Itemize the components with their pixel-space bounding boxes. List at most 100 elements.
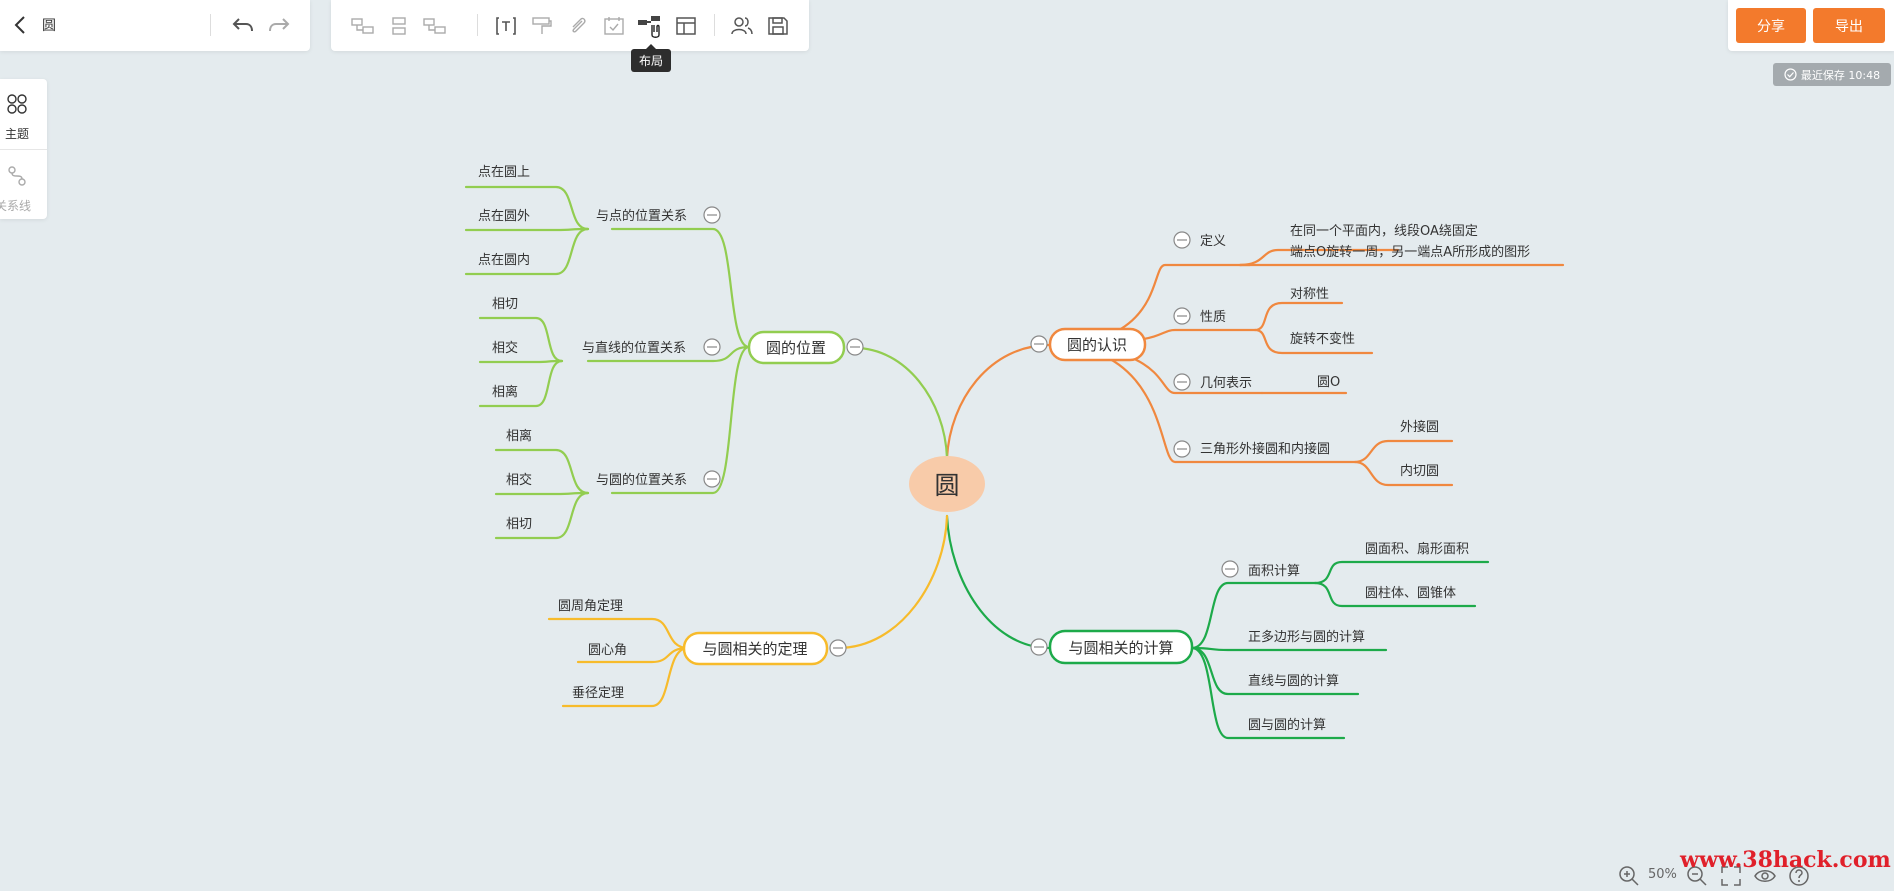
- collapse-button[interactable]: [1173, 440, 1191, 458]
- node-symmetry[interactable]: 对称性: [1290, 287, 1329, 302]
- calendar-check-icon: [604, 17, 624, 35]
- node-inscribed-angle-theorem[interactable]: 圆周角定理: [558, 599, 623, 614]
- relation-line-button[interactable]: 关系线: [0, 155, 47, 217]
- node-circle-o[interactable]: 圆O: [1317, 375, 1340, 390]
- collapse-button[interactable]: [1173, 231, 1191, 249]
- node-property[interactable]: 性质: [1200, 310, 1226, 325]
- collapse-button[interactable]: [703, 206, 721, 224]
- text-icon: [496, 17, 516, 35]
- node-circle-theorems[interactable]: [682, 631, 829, 666]
- node-line-relation[interactable]: 与直线的位置关系: [582, 340, 686, 356]
- export-button[interactable]: 导出: [1813, 8, 1885, 43]
- relation-line-label: 关系线: [0, 199, 31, 213]
- node-line-tangent[interactable]: 相切: [492, 297, 518, 312]
- document-title[interactable]: 圆: [42, 18, 56, 34]
- node-point-relation[interactable]: 与点的位置关系: [596, 208, 687, 224]
- zoom-out-icon: [1687, 866, 1707, 886]
- insert-parent-topic-button[interactable]: [420, 11, 450, 41]
- node-point-inside[interactable]: 点在圆内: [478, 252, 530, 268]
- fit-screen-button[interactable]: [1720, 865, 1742, 887]
- zoom-in-icon: [1619, 866, 1639, 886]
- node-point-on-circle[interactable]: 点在圆上: [478, 165, 530, 180]
- node-circumscribed-circle[interactable]: 外接圆: [1400, 419, 1439, 435]
- insert-sibling-topic-button[interactable]: [384, 11, 414, 41]
- redo-icon: [269, 18, 290, 32]
- node-circle-circle-calc[interactable]: 圆与圆的计算: [1248, 717, 1326, 733]
- structure-button[interactable]: [671, 11, 701, 41]
- text-button[interactable]: [491, 11, 521, 41]
- node-circle-tangent[interactable]: 相切: [506, 517, 532, 532]
- node-geometric-notation[interactable]: 几何表示: [1200, 375, 1252, 391]
- layout-button[interactable]: [635, 11, 665, 41]
- child-topic-icon: [351, 18, 374, 34]
- document-header: 圆: [0, 0, 310, 51]
- format-painter-button[interactable]: [527, 11, 557, 41]
- node-rotation-invariance[interactable]: 旋转不变性: [1290, 331, 1355, 347]
- collapse-button[interactable]: [1173, 307, 1191, 325]
- chevron-left-icon: [14, 16, 25, 34]
- node-definition-text-line1[interactable]: 在同一个平面内，线段OA绕固定: [1290, 223, 1478, 239]
- collapse-button[interactable]: [846, 338, 864, 356]
- collapse-button[interactable]: [703, 470, 721, 488]
- theme-icon: [7, 94, 27, 114]
- node-cylinder-cone[interactable]: 圆柱体、圆锥体: [1365, 586, 1456, 601]
- collapse-button[interactable]: [1173, 373, 1191, 391]
- node-circle-recognition-label: 圆的认识: [1067, 336, 1127, 354]
- header-actions: 分享 导出: [1728, 0, 1894, 51]
- node-central-angle[interactable]: 圆心角: [588, 643, 627, 658]
- toolbar: [331, 0, 809, 51]
- help-icon: [1789, 866, 1809, 886]
- node-circle-calculation-label: 与圆相关的计算: [1068, 639, 1173, 657]
- node-circle-intersect[interactable]: 相交: [506, 472, 532, 488]
- share-button[interactable]: 分享: [1736, 8, 1806, 43]
- node-line-intersect[interactable]: 相交: [492, 340, 518, 356]
- preview-button[interactable]: [1754, 865, 1776, 887]
- node-polygon-circle-calc[interactable]: 正多边形与圆的计算: [1248, 629, 1365, 645]
- attachment-button[interactable]: [563, 11, 593, 41]
- paperclip-icon: [572, 17, 586, 33]
- zoom-out-button[interactable]: [1686, 865, 1708, 887]
- divider: [0, 149, 47, 150]
- fullscreen-icon: [1721, 866, 1741, 886]
- back-button[interactable]: [8, 12, 32, 38]
- save-button[interactable]: [763, 11, 793, 41]
- task-button[interactable]: [599, 11, 629, 41]
- collapse-button[interactable]: [829, 639, 847, 657]
- redo-button[interactable]: [266, 12, 292, 38]
- insert-child-topic-button[interactable]: [348, 11, 378, 41]
- collapse-button[interactable]: [703, 338, 721, 356]
- collapse-button[interactable]: [1030, 638, 1048, 656]
- collaborate-button[interactable]: [727, 11, 757, 41]
- node-circle-position-label: 圆的位置: [766, 339, 826, 357]
- node-inscribed-circle[interactable]: 内切圆: [1400, 463, 1439, 479]
- collapse-button[interactable]: [1030, 335, 1048, 353]
- node-line-separate[interactable]: 相离: [492, 384, 518, 400]
- node-circle-position[interactable]: [747, 330, 846, 365]
- root-node[interactable]: [909, 456, 985, 512]
- node-line-circle-calc[interactable]: 直线与圆的计算: [1248, 673, 1339, 689]
- layout-icon: [638, 16, 660, 38]
- root-node-label: 圆: [934, 471, 959, 500]
- zoom-in-button[interactable]: [1618, 865, 1640, 887]
- node-circle-calculation[interactable]: [1048, 629, 1194, 665]
- node-circle-relation[interactable]: 与圆的位置关系: [596, 472, 687, 488]
- theme-button[interactable]: 主题: [0, 83, 47, 145]
- undo-button[interactable]: [230, 12, 256, 38]
- node-area-calculation[interactable]: 面积计算: [1248, 564, 1300, 579]
- node-circle-separate[interactable]: 相离: [506, 428, 532, 444]
- node-point-outside[interactable]: 点在圆外: [478, 209, 530, 224]
- node-circle-sector-area[interactable]: 圆面积、扇形面积: [1365, 541, 1469, 557]
- save-icon: [768, 17, 788, 35]
- zoom-controls: 50%: [1614, 862, 1894, 889]
- node-definition[interactable]: 定义: [1200, 234, 1226, 249]
- collapse-button[interactable]: [1221, 560, 1239, 578]
- users-icon: [731, 17, 753, 35]
- node-definition-text-line2[interactable]: 端点O旋转一周，另一端点A所形成的图形: [1290, 244, 1530, 260]
- node-circle-recognition[interactable]: [1048, 327, 1147, 362]
- node-triangle-circles[interactable]: 三角形外接圆和内接圆: [1200, 441, 1330, 457]
- format-painter-icon: [532, 17, 552, 34]
- help-button[interactable]: [1788, 865, 1810, 887]
- relation-line-icon: [8, 166, 26, 186]
- node-perpendicular-diameter[interactable]: 垂径定理: [572, 686, 624, 701]
